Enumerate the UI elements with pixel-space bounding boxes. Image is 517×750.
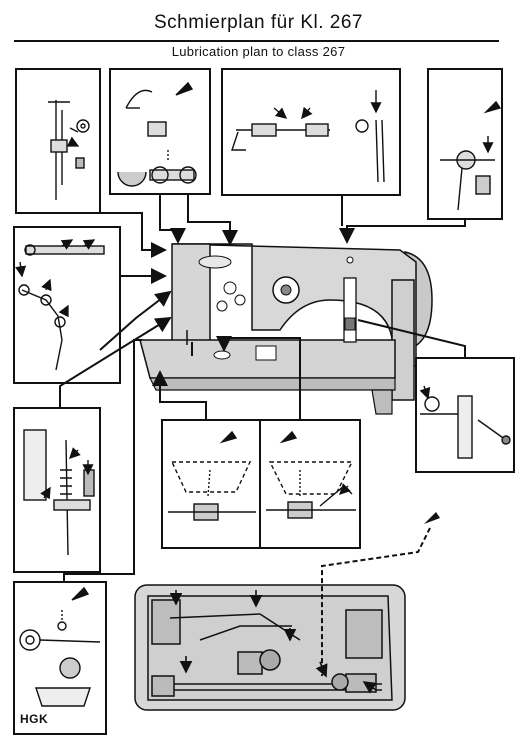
detail-box-hook — [13, 581, 107, 735]
detail-box-hook-shaft-right — [259, 419, 361, 549]
hook-shaft-right-mechanism — [266, 430, 356, 519]
detail-box-thread-take-up — [427, 68, 503, 220]
page-subtitle: Lubrication plan to class 267 — [171, 44, 346, 59]
presser-bar-mechanism — [23, 429, 95, 556]
base-plan — [134, 512, 440, 711]
hook-mechanism — [19, 586, 101, 707]
connector-lines — [59, 194, 466, 582]
oil-drip-path — [321, 527, 431, 676]
hgk-label: HGK — [20, 712, 49, 726]
title-divider — [14, 40, 499, 42]
hook-shaft-left-mechanism — [168, 430, 256, 521]
oil-cup-mechanism — [117, 81, 197, 187]
take-up-mechanism — [440, 100, 502, 211]
detail-box-hook-shaft-left — [161, 419, 261, 549]
needle-bar-mechanism — [48, 100, 90, 200]
oil-can-icon — [424, 512, 440, 524]
page-title: Schmierplan für Kl. 267 — [154, 12, 363, 33]
sewing-machine-illustration — [139, 243, 433, 415]
upper-shaft-mechanism — [231, 90, 385, 183]
presser-linkage-mechanism — [15, 239, 105, 371]
stitch-regulator-mechanism — [419, 385, 511, 459]
